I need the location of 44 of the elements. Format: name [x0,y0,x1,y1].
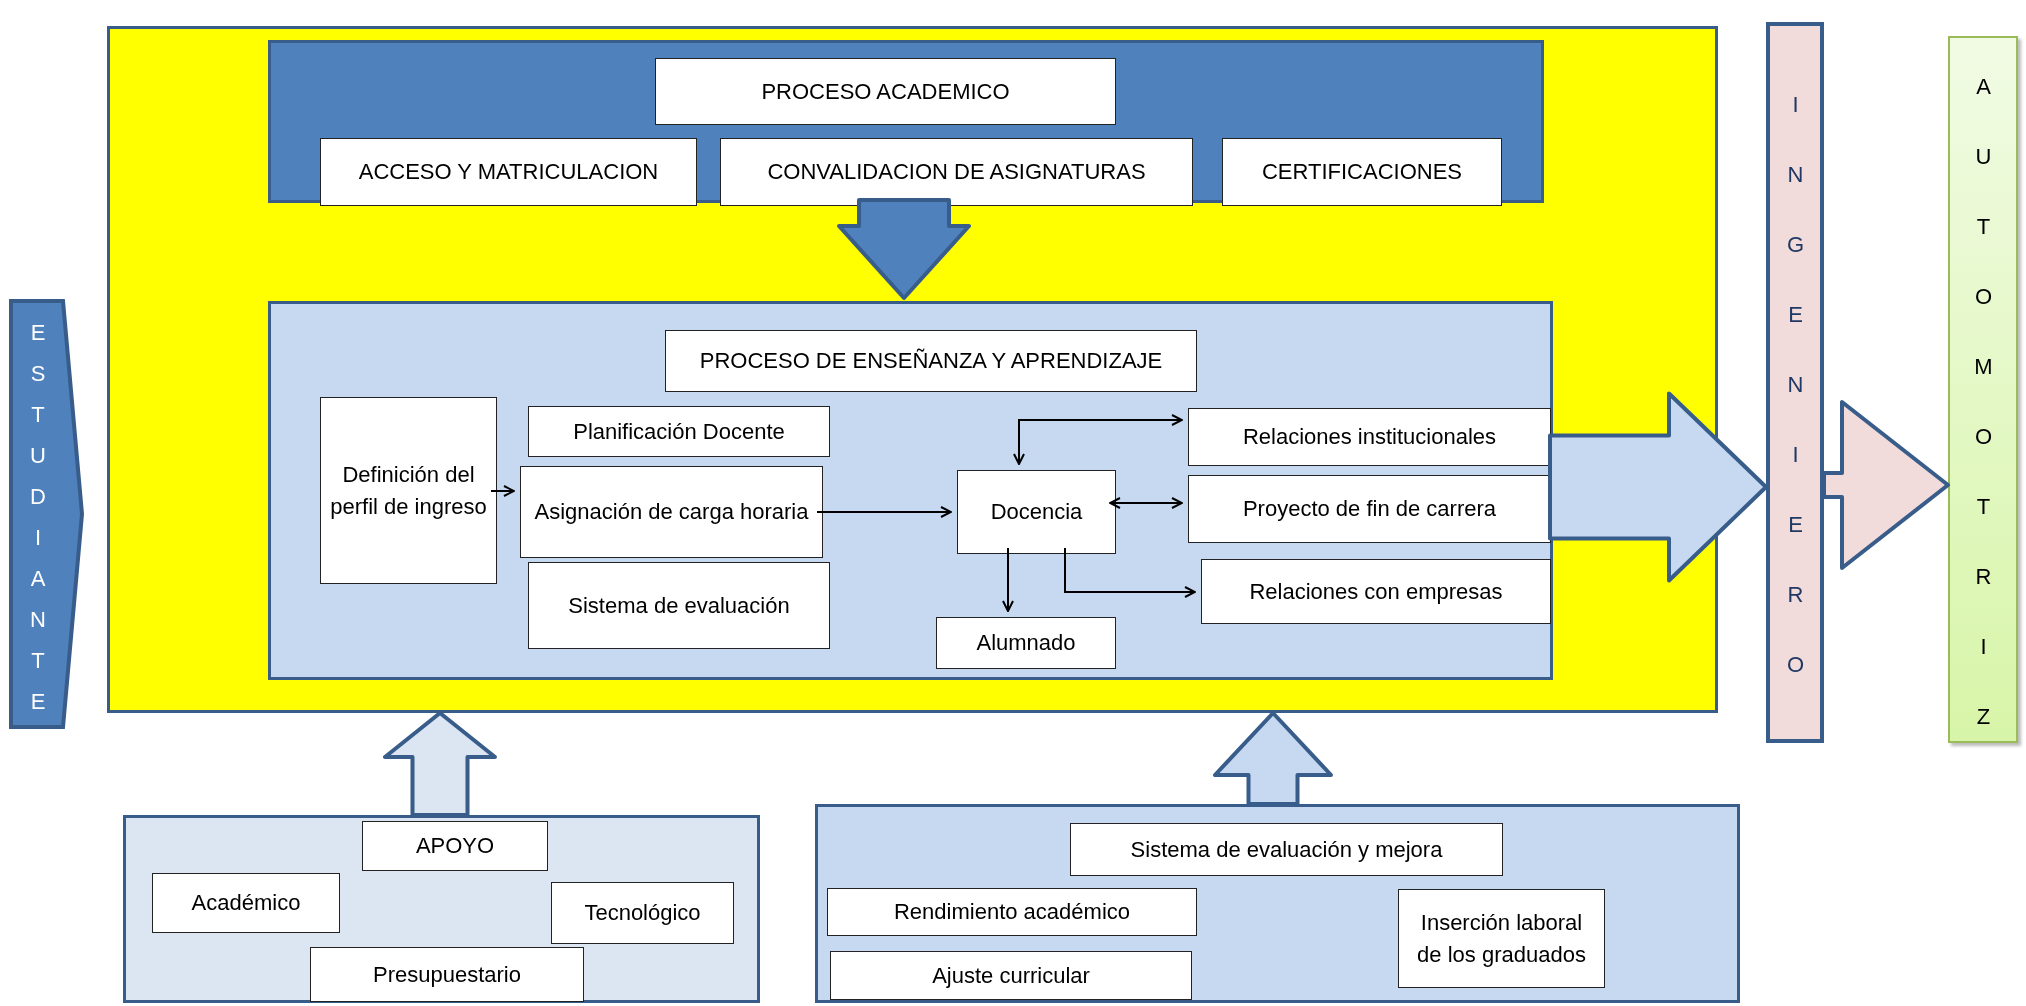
block-arrow [1822,400,1950,570]
process-box: Inserción laboral de los graduados [1398,889,1605,988]
block-arrow [837,198,971,300]
arrow [490,485,515,497]
block-arrow [383,711,497,817]
process-box: PROCESO ACADEMICO [655,58,1116,125]
arrow [1064,547,1196,598]
arrow-banner [1766,22,1824,743]
vertical-banner [1948,36,2018,743]
process-box: APOYO [362,821,548,871]
process-band [268,40,1544,203]
block-arrow [1548,391,1768,583]
process-box: Presupuestario [310,947,584,1002]
process-box: Ajuste curricular [830,951,1192,1000]
arrow [816,506,952,518]
process-area [107,26,1718,713]
vertical-text: ESTUDIANTE [24,320,51,730]
process-box: Proyecto de fin de carrera [1188,475,1551,543]
process-box: Asignación de carga horaria [520,466,823,558]
process-box: Planificación Docente [528,406,830,457]
process-box: CONVALIDACION DE ASIGNATURAS [720,138,1193,206]
chevron-banner [8,298,85,730]
evaluation-panel [815,804,1740,1003]
vertical-text: AUTOMOTRIZ [1970,74,1996,741]
process-box: Definición del perfil de ingreso [320,397,497,584]
process-box: Tecnológico [551,882,734,944]
support-panel [123,815,760,1003]
double-arrow [1013,414,1183,465]
process-band [268,301,1553,680]
process-box: Relaciones con empresas [1201,559,1551,624]
process-box: Alumnado [936,617,1116,669]
process-box: Académico [152,873,340,933]
process-box: Sistema de evaluación [528,562,830,649]
block-arrow [1213,711,1333,806]
vertical-text: INGENIERO [1782,92,1808,724]
arrow [1002,547,1014,612]
process-box: Sistema de evaluación y mejora [1070,823,1503,876]
double-arrow [1109,497,1183,509]
process-box: Docencia [957,470,1116,554]
process-box: Rendimiento académico [827,888,1197,936]
process-box: CERTIFICACIONES [1222,138,1502,206]
process-box: PROCESO DE ENSEÑANZA Y APRENDIZAJE [665,330,1197,392]
process-box: ACCESO Y MATRICULACION [320,138,697,206]
process-box: Relaciones institucionales [1188,408,1551,466]
